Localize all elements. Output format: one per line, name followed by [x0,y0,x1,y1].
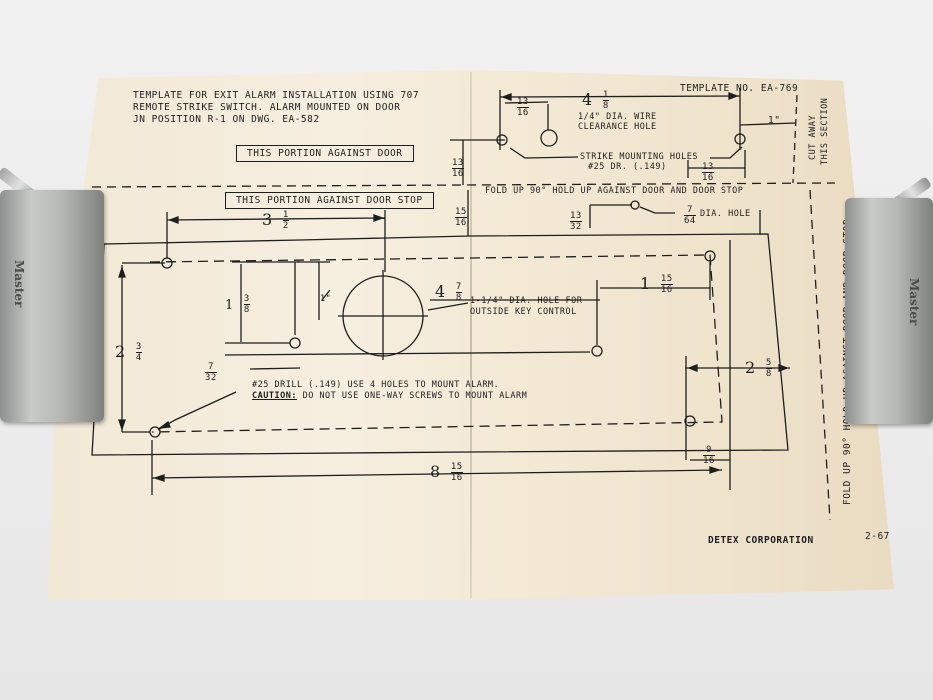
caution-text: DO NOT USE ONE-WAY SCREWS TO MOUNT ALARM [302,391,528,401]
wire-clearance-hole [540,129,558,147]
dim-1in-top: 1" [768,115,781,126]
mount-hole-top-right [704,250,716,262]
company-name: DETEX CORPORATION [708,535,814,546]
right-lock-brand: Master [907,278,921,326]
portion-stop-label: THIS PORTION AGAINST DOOR STOP [225,192,434,209]
drill-note: #25 DRILL (.149) USE 4 HOLES TO MOUNT AL… [252,380,500,390]
mount-hole-bottom-right [684,415,696,427]
date-code: 2-67 [865,531,890,542]
caution-row: CAUTION: DO NOT USE ONE-WAY SCREWS TO MO… [252,391,527,401]
key-hole-label-1: 1-1/4" DIA. HOLE FOR [470,296,583,306]
key-hole-label-2: OUTSIDE KEY CONTROL [470,307,577,317]
cut-away-label-1: CUT AWAY [808,115,818,160]
right-padlock: Master [845,198,933,424]
fold-line [91,182,836,188]
wire-hole-label-1: 1/4" DIA. WIRE [578,112,657,122]
caution-label: CAUTION: [252,391,297,401]
fold-line-label: FOLD UP 90° HOLD UP AGAINST DOOR AND DOO… [485,186,744,196]
left-lock-brand: Master [12,260,26,308]
dia-hole-764 [630,200,640,210]
alarm-small-hole [289,337,301,349]
paper-fold-crease [470,72,472,598]
template-number: TEMPLATE NO. EA-769 [680,83,799,94]
alarm-outline [91,233,789,456]
cut-away-label-2: THIS SECTION [820,97,830,165]
alarm-mid-hole [591,345,603,357]
side-fold-line [809,189,831,521]
template-paper [48,70,894,600]
portion-door-label: THIS PORTION AGAINST DOOR [236,145,414,162]
left-padlock: Master [0,190,104,422]
title-line-1: TEMPLATE FOR EXIT ALARM INSTALLATION USI… [133,90,420,101]
title-line-2: REMOTE STRIKE SWITCH. ALARM MOUNTED ON D… [133,102,401,113]
dia-hole-label: DIA. HOLE [700,209,751,219]
dim-1in-small: 1" [320,294,332,304]
strike-holes-label-2: #25 DR. (.149) [588,162,667,172]
cut-away-line [792,94,798,184]
title-line-3: JN POSITION R-1 ON DWG. EA-582 [133,114,320,125]
wire-hole-label-2: CLEARANCE HOLE [578,122,657,132]
alarm-inner-outline [149,254,723,433]
strike-holes-label-1: STRIKE MOUNTING HOLES [580,152,698,162]
